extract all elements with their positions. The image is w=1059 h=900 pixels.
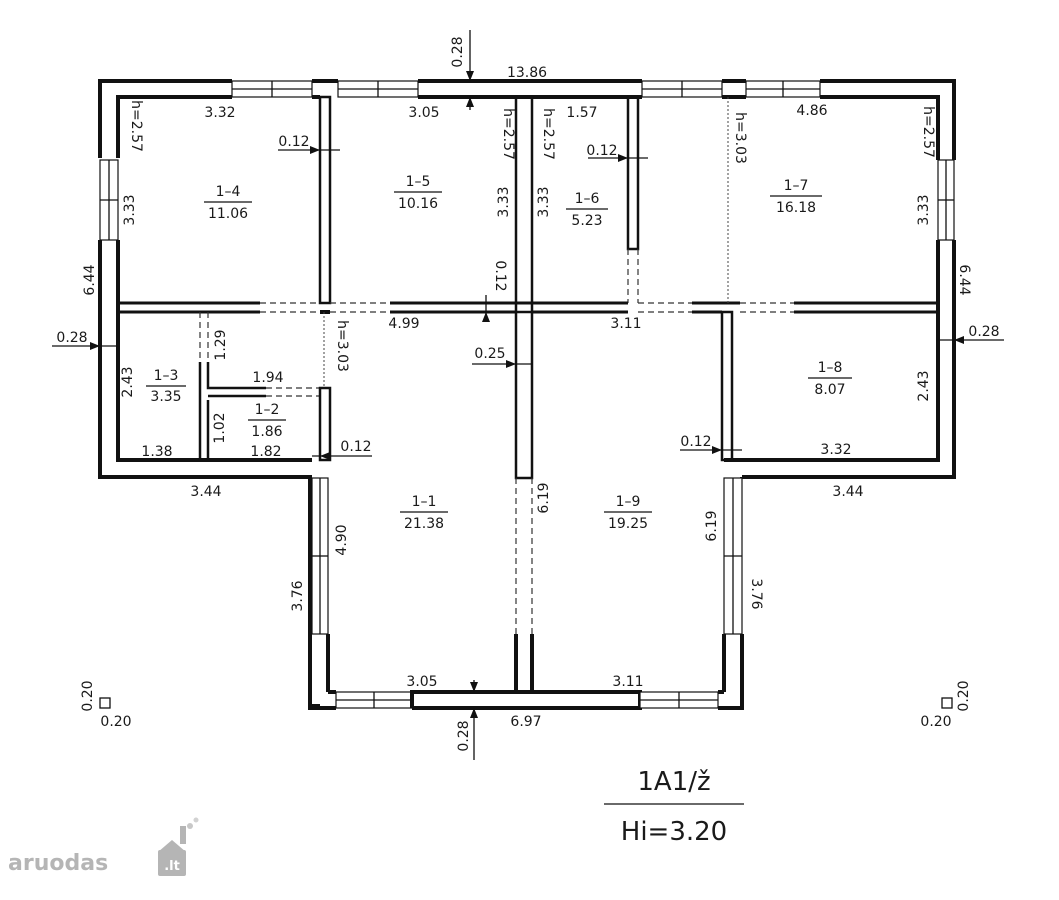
dim-wall-11-19: 0.25 — [474, 346, 505, 362]
dim-left-wing-width: 3.44 — [190, 484, 221, 500]
room-1-7: 1–7 16.18 — [770, 178, 822, 216]
room-1-1: 1–1 21.38 — [400, 494, 448, 532]
dim-outer-wall-top: 0.28 — [450, 36, 466, 67]
dim-r17-width: 4.86 — [796, 103, 827, 119]
dim-partition-19-18: 0.12 — [680, 434, 711, 450]
interior-walls — [118, 95, 938, 634]
marker-right-b: 0.20 — [920, 714, 951, 730]
room-id: 1–5 — [406, 174, 431, 190]
corner-marker-left: 0.20 0.20 — [80, 680, 132, 730]
dim-right-wing-width: 3.44 — [832, 484, 863, 500]
dim-r16-ceiling: h=2.57 — [540, 108, 556, 160]
corner-marker-right: 0.20 0.20 — [920, 680, 972, 730]
logo-name: aruodas — [8, 851, 108, 876]
dim-r16-height: 3.33 — [536, 186, 552, 217]
stamp-code: 1A1/ž — [637, 767, 710, 797]
marker-right-a: 0.20 — [956, 680, 972, 711]
room-1-3: 1–3 3.35 — [146, 368, 186, 405]
dim-r14-width: 3.32 — [204, 105, 235, 121]
room-id: 1–4 — [216, 184, 241, 200]
dimension-labels: 13.86 0.28 3.32 3.33 h=2.57 0.12 3.05 3.… — [56, 36, 999, 751]
dim-r18-height: 2.43 — [916, 370, 932, 401]
dim-r17-height: 3.33 — [916, 194, 932, 225]
room-id: 1–6 — [575, 191, 600, 207]
room-area: 5.23 — [571, 213, 602, 229]
room-id: 1–1 — [412, 494, 437, 510]
room-1-9: 1–9 19.25 — [604, 494, 652, 532]
dim-r17-ceiling-left: h=3.03 — [732, 112, 748, 164]
room-area: 19.25 — [608, 516, 648, 532]
room-id: 1–8 — [818, 360, 843, 376]
dim-outer-wall-bottom: 0.28 — [456, 720, 472, 751]
room-1-2: 1–2 1.86 — [248, 402, 286, 440]
dim-r13-door-depth: 1.29 — [213, 329, 229, 360]
room-area: 16.18 — [776, 200, 816, 216]
dim-r14-height: 3.33 — [122, 194, 138, 225]
dim-overall-width: 13.86 — [507, 65, 547, 81]
marker-left-a: 0.20 — [80, 680, 96, 711]
dim-r11-bottom: 3.05 — [406, 674, 437, 690]
dim-corridor-ceiling: h=3.03 — [334, 320, 350, 372]
room-id: 1–3 — [154, 368, 179, 384]
room-1-6: 1–6 5.23 — [566, 191, 608, 229]
dim-outer-wall-right: 0.28 — [968, 324, 999, 340]
dim-left-depth: 6.44 — [82, 264, 98, 295]
aruodas-logo: aruodas .lt — [8, 817, 199, 876]
dim-bottom-width: 6.97 — [510, 714, 541, 730]
dim-r19-outer-depth: 3.76 — [748, 578, 764, 609]
room-1-8: 1–8 8.07 — [808, 360, 852, 398]
dim-r19-depth-right: 6.19 — [704, 510, 720, 541]
plan-stamp: 1A1/ž Hi=3.20 — [604, 767, 744, 847]
stamp-height: Hi=3.20 — [621, 817, 727, 847]
dim-r12-top: 1.94 — [252, 370, 283, 386]
dim-r15-width: 3.05 — [408, 105, 439, 121]
dim-r15-height: 3.33 — [496, 186, 512, 217]
dim-r13-height: 2.43 — [120, 366, 136, 397]
dim-partition-14-15: 0.12 — [278, 134, 309, 150]
dim-r16-width: 1.57 — [566, 105, 597, 121]
dim-corridor-width: 4.99 — [388, 316, 419, 332]
marker-left-b: 0.20 — [100, 714, 131, 730]
room-labels: 1–4 11.06 1–5 10.16 1–6 5.23 1–7 16.18 1… — [146, 174, 852, 532]
dim-r19-bottom: 3.11 — [612, 674, 643, 690]
room-area: 11.06 — [208, 206, 248, 222]
room-area: 10.16 — [398, 196, 438, 212]
dim-r18-width: 3.32 — [820, 442, 851, 458]
outer-walls — [98, 79, 956, 710]
dim-r11-outer-depth: 3.76 — [290, 580, 306, 611]
dim-r15-ceiling: h=2.57 — [500, 108, 516, 160]
room-1-5: 1–5 10.16 — [394, 174, 442, 212]
dim-r11-depth: 4.90 — [334, 524, 350, 555]
room-area: 1.86 — [251, 424, 282, 440]
dim-r12-height: 1.02 — [212, 412, 228, 443]
dim-r12-width: 1.82 — [250, 444, 281, 460]
logo-tld: .lt — [164, 859, 180, 874]
dim-outer-wall-left: 0.28 — [56, 330, 87, 346]
room-id: 1–2 — [255, 402, 280, 418]
dim-partition-15-corridor: 0.12 — [492, 260, 508, 291]
dim-r19-depth-left: 6.19 — [536, 482, 552, 513]
room-area: 8.07 — [814, 382, 845, 398]
room-area: 21.38 — [404, 516, 444, 532]
dim-partition-16-17: 0.12 — [586, 143, 617, 159]
room-1-4: 1–4 11.06 — [204, 184, 252, 222]
dim-r14-ceiling: h=2.57 — [128, 100, 144, 152]
room-id: 1–7 — [784, 178, 809, 194]
room-id: 1–9 — [616, 494, 641, 510]
dim-r13-width: 1.38 — [141, 444, 172, 460]
room-area: 3.35 — [150, 389, 181, 405]
dimension-arrows — [52, 30, 1004, 760]
dim-partition-12-11: 0.12 — [340, 439, 371, 455]
dim-right-depth: 6.44 — [956, 264, 972, 295]
dim-r17-ceiling: h=2.57 — [920, 106, 936, 158]
dim-r19-top: 3.11 — [610, 316, 641, 332]
